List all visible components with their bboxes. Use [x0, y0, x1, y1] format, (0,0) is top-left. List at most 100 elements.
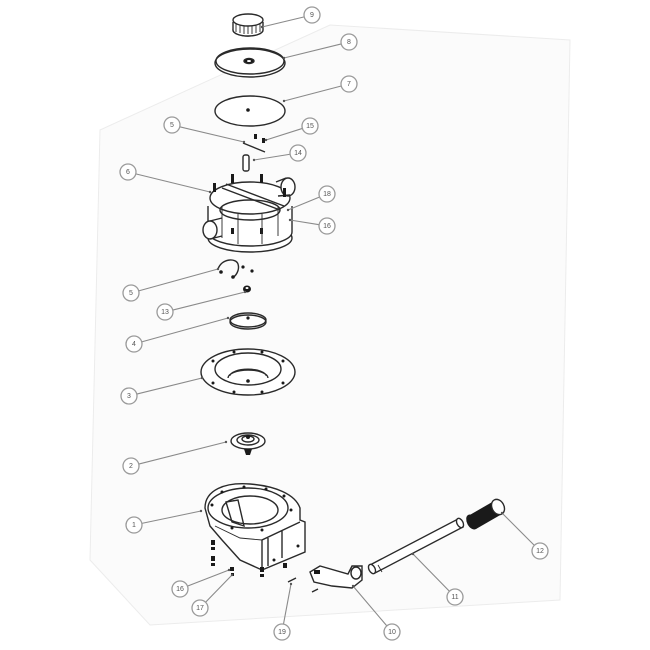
callout-balloon: [122, 457, 140, 475]
part-10-lever-link: [309, 565, 363, 589]
callout-label: 2: [129, 463, 133, 470]
leader-tip: [243, 290, 247, 294]
callout-label: 4: [132, 341, 136, 348]
leader-line: [253, 153, 291, 161]
leader-line: [172, 291, 246, 311]
callout-8: 8: [282, 33, 358, 60]
callout-balloon: [303, 6, 321, 24]
part-5-clip: [217, 259, 254, 279]
leader-line: [179, 126, 245, 143]
callout-balloon: [120, 387, 138, 405]
leader-tip: [264, 138, 268, 142]
callout-5: 5: [122, 267, 220, 302]
callout-label: 19: [278, 629, 286, 636]
leader-tip: [289, 582, 293, 586]
part-19-pin: [287, 577, 319, 593]
callout-label: 5: [170, 122, 174, 129]
callout-label: 16: [176, 586, 184, 593]
part-15-bracket: [242, 134, 266, 153]
leader-line: [205, 574, 233, 603]
callout-2: 2: [122, 440, 228, 475]
callout-label: 11: [451, 594, 458, 601]
leader-line: [136, 377, 203, 395]
leader-line: [187, 569, 230, 587]
leader-line: [141, 317, 229, 343]
callout-label: 8: [347, 39, 351, 46]
leader-tip: [227, 568, 231, 572]
callout-label: 18: [323, 191, 331, 198]
callout-label: 7: [347, 81, 351, 88]
leader-tip: [226, 316, 230, 320]
leader-tip: [411, 552, 415, 556]
callout-balloon: [531, 542, 549, 560]
leader-tip: [282, 99, 286, 103]
part-3-diaphragm: [200, 348, 296, 396]
callout-balloon: [301, 117, 319, 135]
leader-tip: [288, 218, 292, 222]
leader-tip: [208, 190, 212, 194]
callout-6: 6: [119, 163, 212, 194]
leader-tip: [252, 158, 256, 162]
leader-tip: [351, 584, 355, 588]
callout-label: 13: [161, 309, 169, 316]
callout-4: 4: [125, 316, 230, 353]
leader-line: [138, 441, 227, 465]
part-11-handle-rod: [367, 517, 465, 575]
callout-balloon: [125, 335, 143, 353]
leader-line: [265, 127, 303, 141]
callout-label: 5: [129, 290, 133, 297]
callout-balloon: [289, 144, 307, 162]
callout-16: 16: [171, 568, 231, 598]
leader-line: [283, 43, 342, 59]
background-panel: [89, 24, 571, 626]
callout-label: 12: [536, 548, 544, 555]
leader-line: [412, 553, 450, 592]
callout-balloon: [119, 163, 137, 181]
leader-line: [135, 173, 211, 193]
leader-line: [261, 16, 305, 28]
callout-balloon: [340, 75, 358, 93]
callout-balloon: [191, 599, 209, 617]
leader-line: [289, 219, 320, 226]
leader-line: [287, 196, 320, 211]
leader-tip: [286, 208, 290, 212]
callout-7: 7: [282, 75, 358, 103]
part-13-nut: [243, 285, 251, 293]
leader-tip: [200, 376, 204, 380]
callout-label: 16: [323, 223, 331, 230]
callout-label: 6: [126, 169, 130, 176]
callout-label: 10: [388, 629, 396, 636]
leader-line: [501, 512, 535, 546]
callout-balloon: [122, 284, 140, 302]
callout-10: 10: [351, 584, 401, 641]
part-8-cover: [214, 47, 286, 78]
callout-balloon: [273, 623, 291, 641]
part-12-handle-grip: [466, 498, 506, 530]
callout-balloon: [163, 116, 181, 134]
callout-label: 17: [196, 605, 204, 612]
callout-9: 9: [260, 6, 321, 29]
leader-tip: [500, 511, 504, 515]
callout-balloon: [171, 580, 189, 598]
leader-tip: [242, 140, 246, 144]
part-9-cap: [232, 13, 264, 37]
callout-label: 14: [294, 150, 302, 157]
callout-balloon: [318, 217, 336, 235]
callout-label: 1: [132, 522, 136, 529]
part-14-pin: [242, 154, 250, 172]
callout-3: 3: [120, 376, 204, 405]
leader-tip: [260, 25, 264, 29]
part-7-gasket: [214, 95, 286, 127]
callout-balloon: [383, 623, 401, 641]
part-4-disc: [229, 312, 267, 330]
callout-5: 5: [163, 116, 246, 144]
callout-11: 11: [411, 552, 464, 606]
part-2-plug: [230, 432, 266, 455]
leader-line: [352, 585, 388, 627]
callout-balloon: [446, 588, 464, 606]
callout-balloon: [340, 33, 358, 51]
leader-tip: [230, 573, 234, 577]
callout-label: 15: [306, 123, 314, 130]
